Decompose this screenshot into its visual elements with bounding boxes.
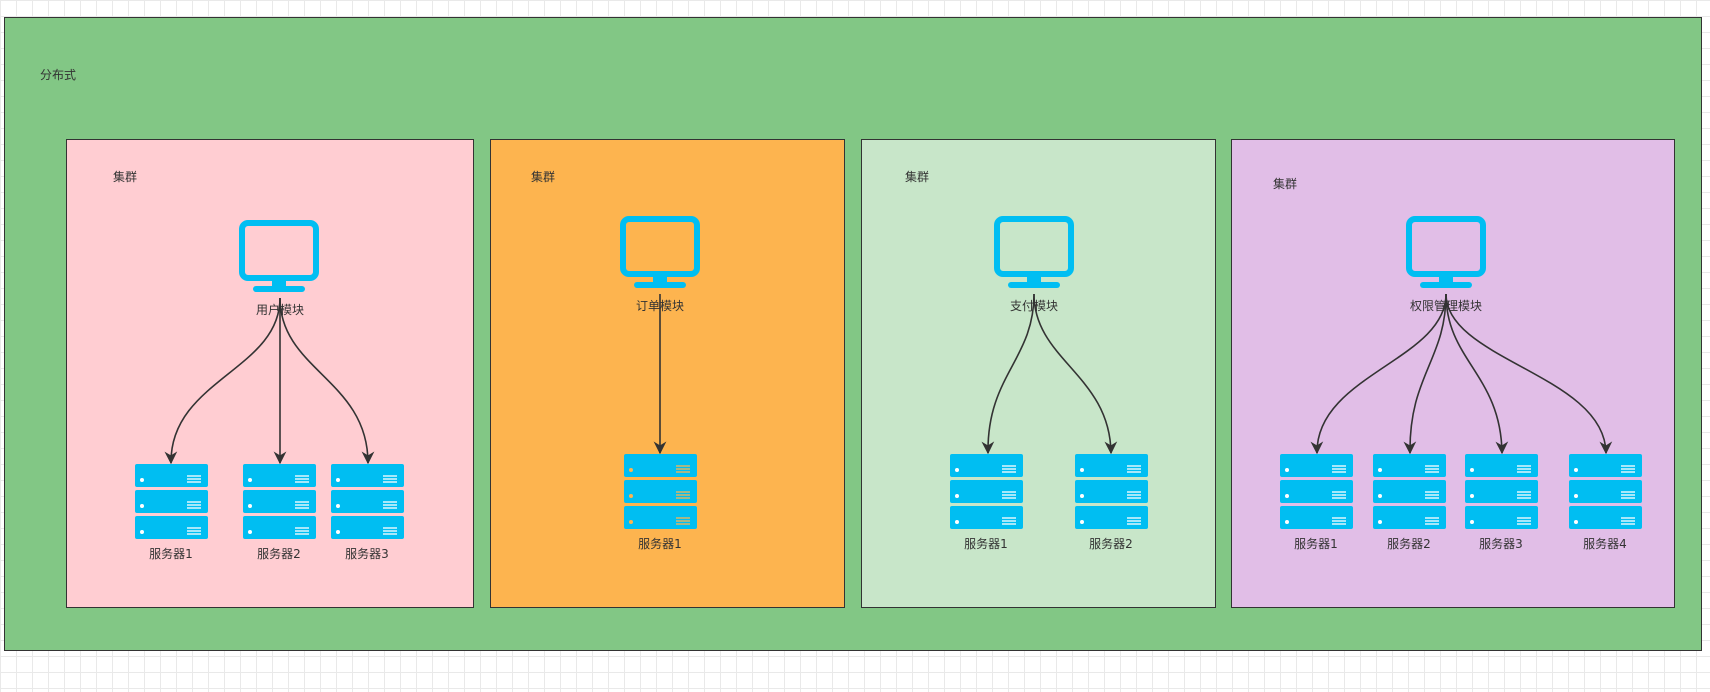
server-rack-icon	[1569, 454, 1642, 529]
cluster-label: 集群	[1273, 177, 1298, 191]
server-rack-icon	[1280, 454, 1353, 529]
server-label: 服务器2	[1089, 537, 1133, 551]
server-label: 服务器3	[345, 547, 389, 561]
server-label: 服务器2	[1387, 537, 1431, 551]
module-label: 用户模块	[255, 303, 305, 317]
server-rack-icon	[624, 454, 697, 529]
server-label: 服务器4	[1583, 537, 1627, 551]
server-label: 服务器2	[257, 547, 301, 561]
server-rack-icon	[135, 464, 208, 539]
server-rack-icon	[950, 454, 1023, 529]
cluster-label: 集群	[531, 170, 556, 184]
server-label: 服务器1	[964, 537, 1008, 551]
server-label: 服务器3	[1479, 537, 1523, 551]
server-rack-icon	[1075, 454, 1148, 529]
server-label: 服务器1	[149, 547, 193, 561]
server-label: 服务器1	[1294, 537, 1338, 551]
module-label: 支付模块	[1009, 299, 1059, 313]
server-rack-icon	[1373, 454, 1446, 529]
monitor-icon	[239, 220, 319, 292]
monitor-icon	[620, 216, 700, 288]
cluster-label: 集群	[113, 170, 138, 184]
server-rack-icon	[243, 464, 316, 539]
cluster-label: 集群	[905, 170, 930, 184]
server-rack-icon	[331, 464, 404, 539]
cluster-payment: 集群	[861, 139, 1216, 608]
server-label: 服务器1	[638, 537, 682, 551]
module-label: 订单模块	[635, 299, 685, 313]
monitor-icon	[994, 216, 1074, 288]
server-rack-icon	[1465, 454, 1538, 529]
module-label: 权限管理模块	[1409, 299, 1483, 313]
monitor-icon	[1406, 216, 1486, 288]
distributed-label: 分布式	[40, 68, 77, 82]
